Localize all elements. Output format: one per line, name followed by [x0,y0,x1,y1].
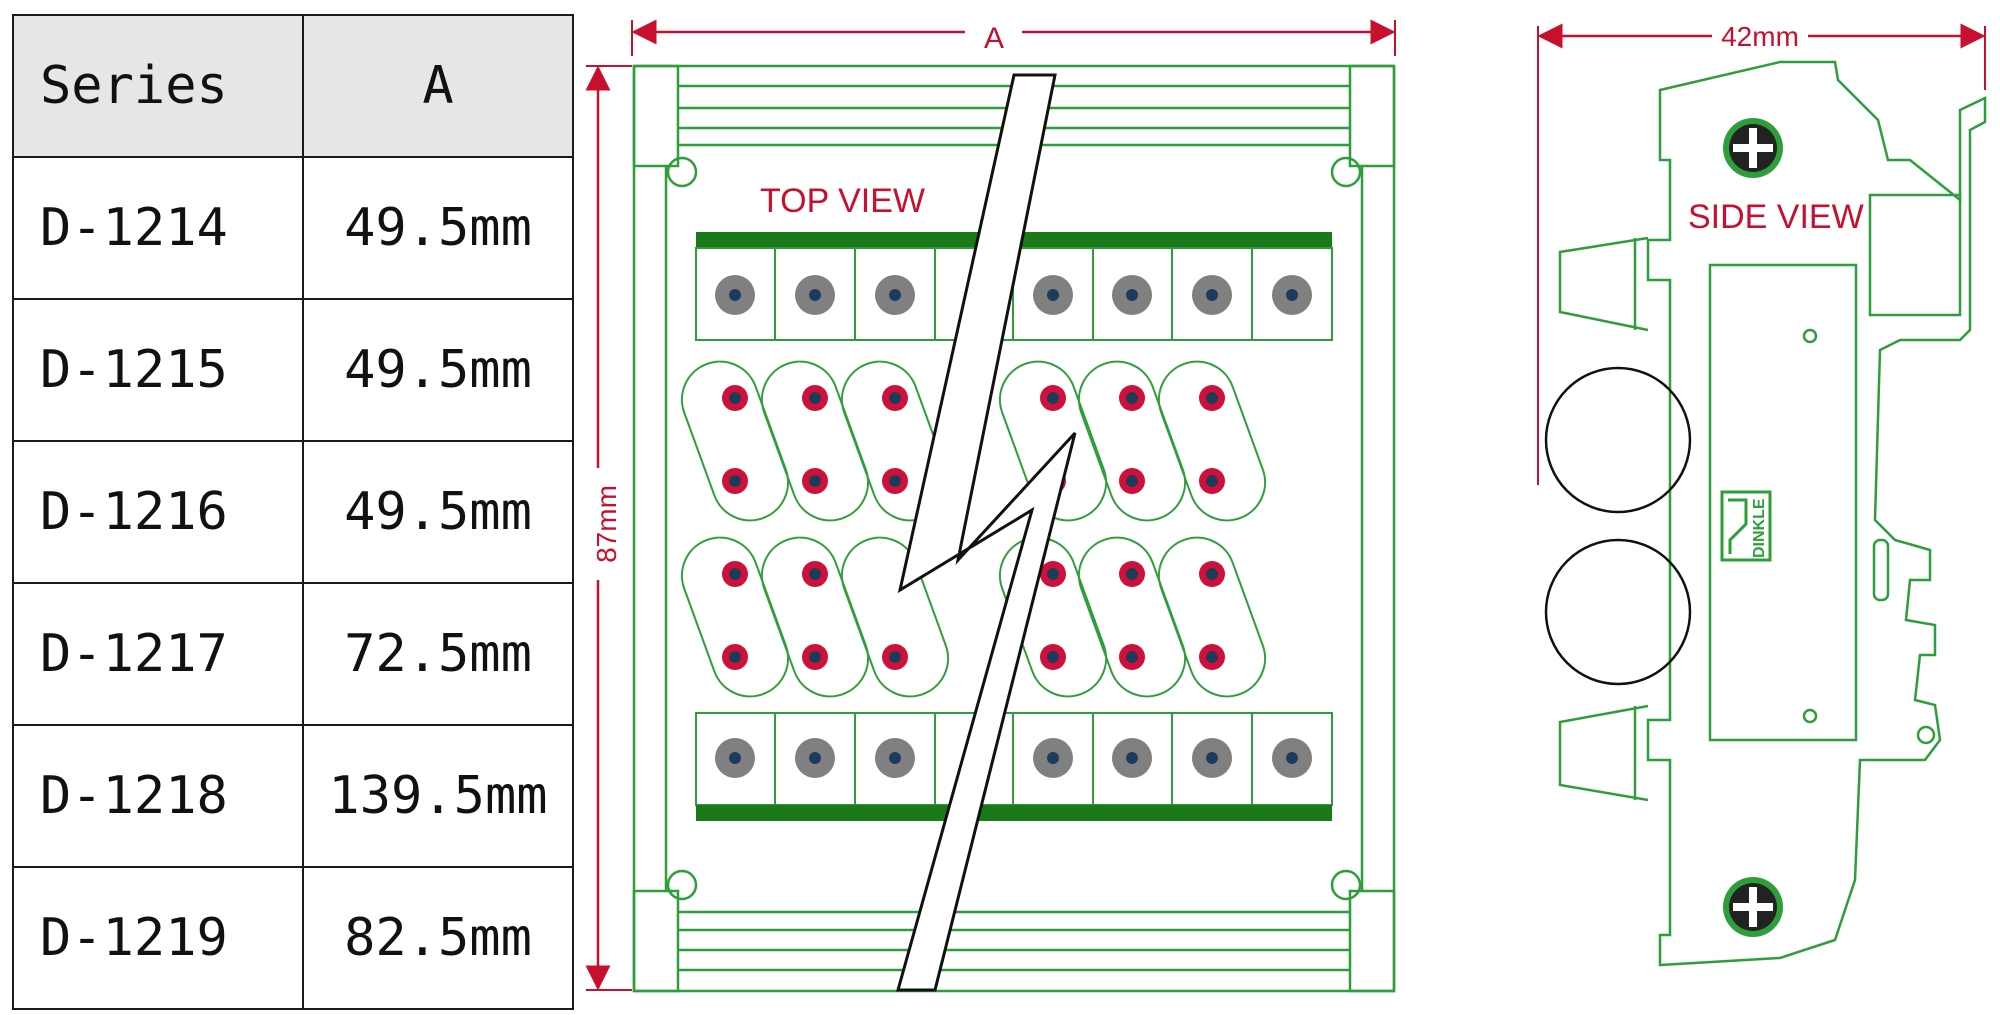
screw-terminal [1192,275,1232,315]
pin [1040,561,1066,587]
capacitor-1 [1544,366,1692,514]
cell-series: D-1214 [12,156,304,300]
header-a: A [302,14,574,158]
screw-terminal [1192,738,1232,778]
side-view-label: SIDE VIEW [1688,198,1864,236]
pin [1040,385,1066,411]
cell-a: 49.5mm [302,156,574,300]
cell-a: 72.5mm [302,582,574,726]
screw-terminal [715,275,755,315]
dimension-a-label: A [984,22,1004,55]
side-view: 42mm SIDE [1537,21,1987,967]
table-row: D-1216 49.5mm [12,440,574,584]
header-series: Series [12,14,304,158]
pin [722,644,748,670]
series-dimension-table: Series A D-1214 49.5mm D-1215 49.5mm D-1… [12,14,574,1010]
screw-terminal [1033,738,1073,778]
pin [1199,561,1225,587]
pin [802,644,828,670]
dimension-42mm: 42mm [1537,21,1986,485]
table-row: D-1218 139.5mm [12,724,574,868]
pin [1119,385,1145,411]
pin [722,385,748,411]
dimension-87mm: 87mm [585,65,632,991]
top-view-frame [632,64,1396,993]
pin [1199,644,1225,670]
capacitor-2 [1544,538,1692,686]
pin [1040,644,1066,670]
top-view: A 87mm [585,19,1396,993]
pin [1119,644,1145,670]
screw-terminal [1272,738,1312,778]
table-row: D-1215 49.5mm [12,298,574,442]
screw-terminal [1033,275,1073,315]
cell-a: 139.5mm [302,724,574,868]
pin [882,644,908,670]
dinkle-logo: DINKLE [1720,490,1772,562]
cell-series: D-1217 [12,582,304,726]
pin [1199,385,1225,411]
pin-slots-row-2 [680,536,1267,698]
cell-series: D-1216 [12,440,304,584]
cell-series: D-1219 [12,866,304,1010]
pin-slot [840,536,950,698]
pin [722,468,748,494]
pin-slot [680,536,790,698]
pins [722,385,1225,670]
table-row: D-1219 82.5mm [12,866,574,1010]
pin [1119,468,1145,494]
pin [1119,561,1145,587]
screw-terminal [1112,275,1152,315]
pin-slot [680,360,790,522]
pin-slot [1157,536,1267,698]
cell-series: D-1218 [12,724,304,868]
side-view-housing [1558,60,1987,967]
screw-terminal [1272,275,1312,315]
cell-series: D-1215 [12,298,304,442]
screw-terminal [795,738,835,778]
top-terminal-block [695,232,1333,341]
screw-terminal [875,275,915,315]
dimension-a: A [631,19,1396,56]
pin-slot [998,360,1108,522]
bottom-terminal-block [695,712,1333,821]
pin [802,561,828,587]
screw-terminal [875,738,915,778]
pin-slot [760,536,870,698]
pin [882,385,908,411]
pin [802,385,828,411]
table-row: D-1217 72.5mm [12,582,574,726]
cell-a: 49.5mm [302,298,574,442]
screw-terminal [715,738,755,778]
pin-slot [1077,536,1187,698]
screw-terminal [1112,738,1152,778]
dinkle-logo-text: DINKLE [1751,498,1768,558]
cell-a: 82.5mm [302,866,574,1010]
pin-slot [1157,360,1267,522]
dimension-87mm-label: 87mm [591,485,622,563]
screw-head-top [1723,118,1783,178]
table-header-row: Series A [12,14,574,158]
break-mark [896,73,1077,992]
pin [882,468,908,494]
screw-head-bottom [1723,877,1783,937]
table-row: D-1214 49.5mm [12,156,574,300]
pin [722,561,748,587]
screw-terminal [795,275,835,315]
pin-slot [1077,360,1187,522]
cell-a: 49.5mm [302,440,574,584]
pin-slot [760,360,870,522]
dimension-42mm-label: 42mm [1721,21,1799,52]
pin [1199,468,1225,494]
top-view-label: TOP VIEW [760,182,925,220]
pin [802,468,828,494]
